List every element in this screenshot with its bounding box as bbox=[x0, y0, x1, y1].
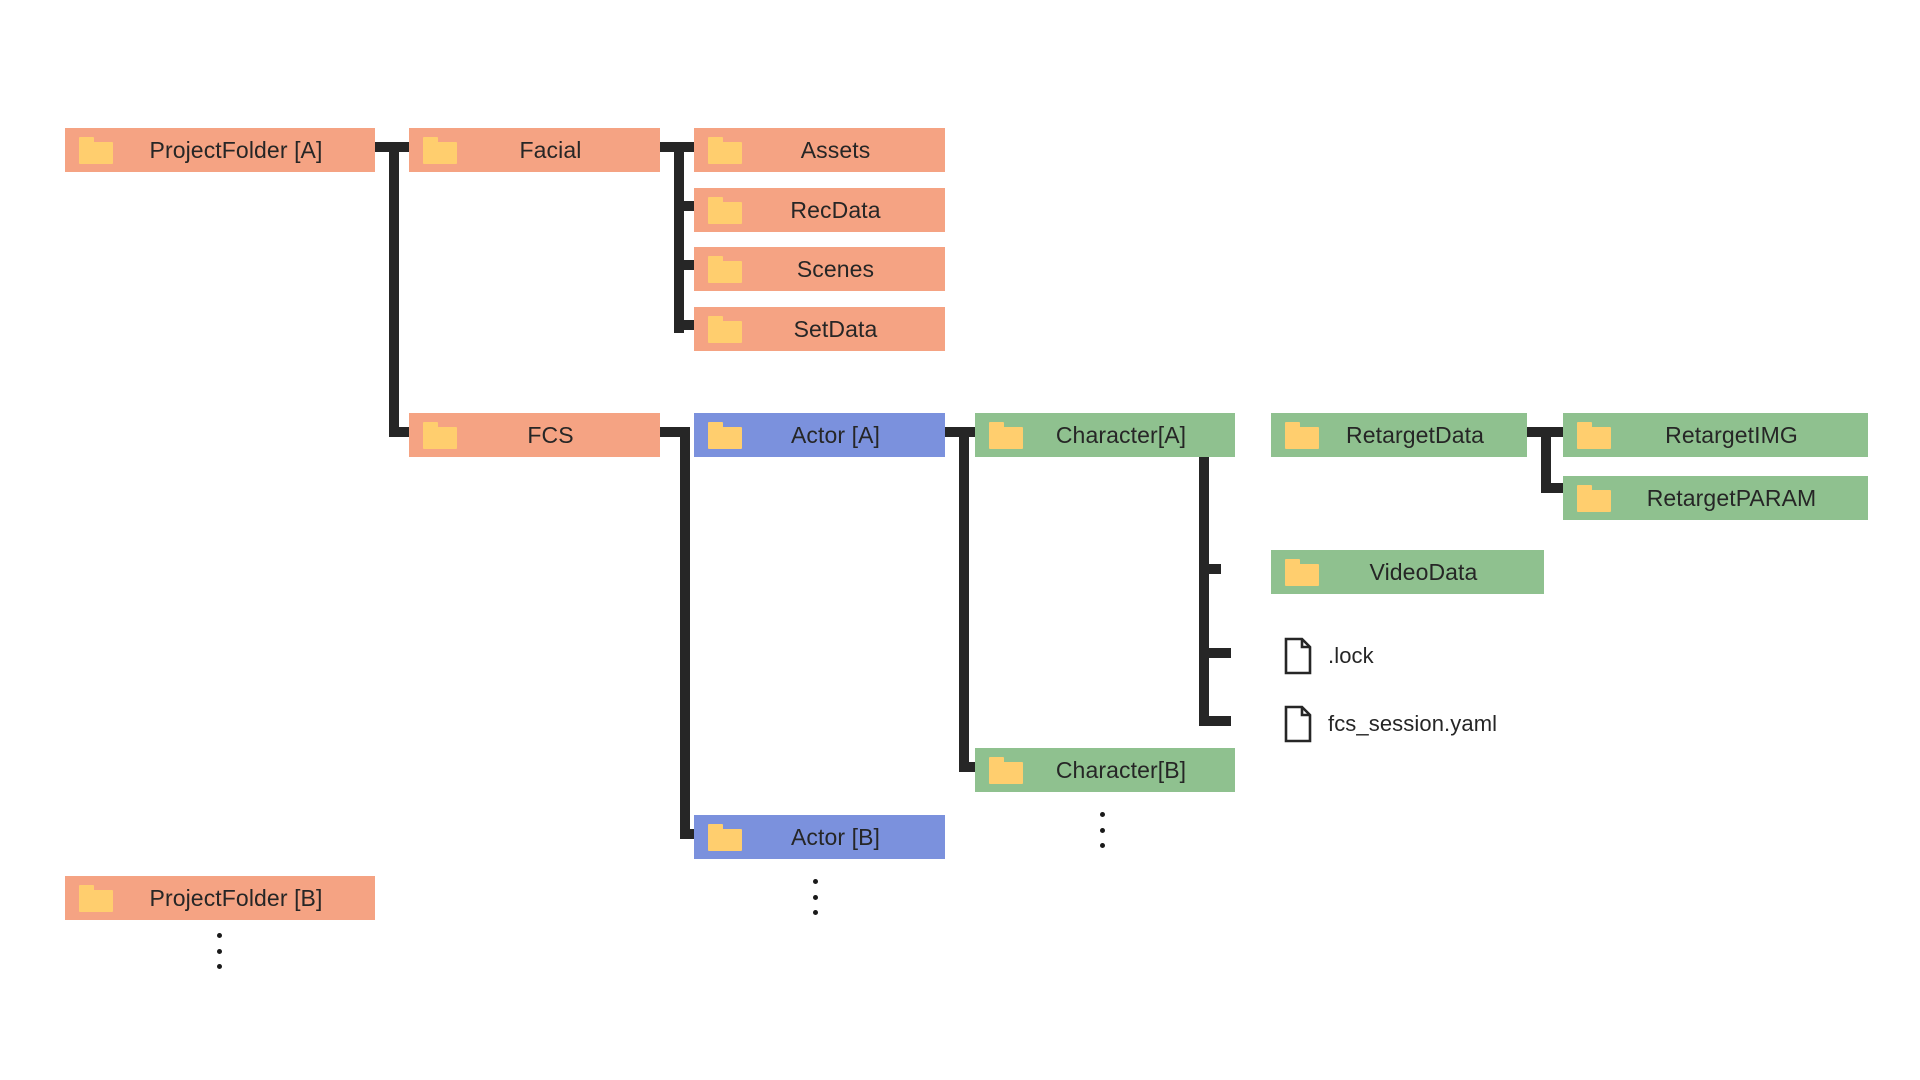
connector-to-retargetparam bbox=[1541, 483, 1563, 493]
folder-icon bbox=[423, 421, 457, 449]
connector-projectfolder-a-stub bbox=[375, 142, 399, 152]
node-label: ProjectFolder [B] bbox=[149, 884, 323, 911]
node-label: Actor [B] bbox=[790, 823, 881, 850]
node-scenes[interactable]: Scenes bbox=[694, 247, 945, 291]
folder-icon bbox=[1285, 421, 1319, 449]
connector-to-setdata bbox=[674, 320, 696, 330]
node-label: RetargetData bbox=[1346, 421, 1484, 448]
folder-icon bbox=[79, 136, 113, 164]
connector-to-fcs bbox=[389, 427, 411, 437]
connector-to-assets bbox=[674, 142, 696, 152]
connector-to-facial bbox=[389, 142, 411, 152]
node-project-folder-b[interactable]: ProjectFolder [B] bbox=[65, 876, 375, 920]
node-label: VideoData bbox=[1369, 558, 1478, 585]
ellipsis-under-actor-b bbox=[811, 879, 819, 915]
ellipsis-dot bbox=[1099, 812, 1105, 817]
node-character-b[interactable]: Character[B] bbox=[975, 748, 1235, 792]
file-icon bbox=[1284, 637, 1312, 675]
connector-facial-trunk bbox=[674, 142, 684, 333]
folder-icon bbox=[708, 136, 742, 164]
ellipsis-dot bbox=[812, 879, 818, 884]
node-label: RetargetIMG bbox=[1665, 421, 1798, 448]
connector-to-character-b bbox=[959, 762, 981, 772]
node-label: Assets bbox=[800, 136, 871, 163]
folder-icon bbox=[708, 421, 742, 449]
connector-to-lock-file bbox=[1199, 648, 1231, 658]
node-lock-file[interactable]: .lock bbox=[1284, 634, 1514, 678]
connector-actor-column-trunk bbox=[680, 427, 690, 839]
connector-actor-a-stub bbox=[945, 427, 969, 437]
node-label: Actor [A] bbox=[790, 421, 881, 448]
node-character-a[interactable]: Character[A] bbox=[975, 413, 1235, 457]
connector-fcs-stub bbox=[660, 427, 690, 437]
ellipsis-dot bbox=[216, 933, 222, 938]
file-icon bbox=[1284, 705, 1312, 743]
node-project-folder-a[interactable]: ProjectFolder [A] bbox=[65, 128, 375, 172]
connector-to-videodata bbox=[1199, 564, 1221, 574]
node-facial[interactable]: Facial bbox=[409, 128, 660, 172]
folder-icon bbox=[708, 823, 742, 851]
connector-to-fcs-session-file bbox=[1199, 716, 1231, 726]
node-label: RetargetPARAM bbox=[1646, 484, 1817, 511]
node-label: SetData bbox=[793, 315, 878, 342]
node-videodata[interactable]: VideoData bbox=[1271, 550, 1544, 594]
folder-icon bbox=[708, 315, 742, 343]
ellipsis-under-project-folder-b bbox=[215, 933, 223, 969]
folder-icon bbox=[708, 196, 742, 224]
node-label: Facial bbox=[519, 136, 582, 163]
node-label: Scenes bbox=[796, 255, 875, 282]
node-assets[interactable]: Assets bbox=[694, 128, 945, 172]
node-retargetimg[interactable]: RetargetIMG bbox=[1563, 413, 1868, 457]
ellipsis-dot bbox=[216, 948, 222, 954]
folder-icon bbox=[1577, 421, 1611, 449]
connector-facial-stub bbox=[660, 142, 684, 152]
connector-retargetdata-trunk bbox=[1541, 427, 1551, 493]
connector-to-retargetimg bbox=[1541, 427, 1563, 437]
ellipsis-dot bbox=[812, 910, 818, 915]
ellipsis-dot bbox=[812, 894, 818, 900]
connector-actor-a-trunk bbox=[959, 427, 969, 772]
node-actor-a[interactable]: Actor [A] bbox=[694, 413, 945, 457]
node-label: Character[A] bbox=[1055, 421, 1187, 448]
node-label: ProjectFolder [A] bbox=[149, 136, 323, 163]
folder-icon bbox=[708, 255, 742, 283]
folder-icon bbox=[989, 421, 1023, 449]
ellipsis-dot bbox=[1099, 827, 1105, 833]
node-label: RecData bbox=[790, 196, 881, 223]
node-fcs[interactable]: FCS bbox=[409, 413, 660, 457]
node-label: .lock bbox=[1328, 643, 1374, 668]
connector-to-character-a bbox=[959, 427, 981, 437]
node-retargetparam[interactable]: RetargetPARAM bbox=[1563, 476, 1868, 520]
node-fcs-session-file[interactable]: fcs_session.yaml bbox=[1284, 702, 1584, 746]
connector-to-actor-b bbox=[680, 829, 706, 839]
connector-character-a-trunk bbox=[1199, 427, 1209, 726]
node-recdata[interactable]: RecData bbox=[694, 188, 945, 232]
node-label: fcs_session.yaml bbox=[1328, 711, 1498, 736]
folder-icon bbox=[1285, 558, 1319, 586]
node-label: Character[B] bbox=[1055, 756, 1187, 783]
node-actor-b[interactable]: Actor [B] bbox=[694, 815, 945, 859]
ellipsis-under-character-b bbox=[1098, 812, 1106, 848]
ellipsis-dot bbox=[1099, 843, 1105, 848]
folder-icon bbox=[989, 756, 1023, 784]
folder-icon bbox=[423, 136, 457, 164]
connector-to-recdata bbox=[674, 201, 696, 211]
node-retargetdata[interactable]: RetargetData bbox=[1271, 413, 1527, 457]
connector-to-scenes bbox=[674, 260, 696, 270]
folder-icon bbox=[1577, 484, 1611, 512]
node-setdata[interactable]: SetData bbox=[694, 307, 945, 351]
folder-icon bbox=[79, 884, 113, 912]
ellipsis-dot bbox=[216, 964, 222, 969]
connector-retargetdata-stub bbox=[1527, 427, 1551, 437]
connector-projectfolder-a-trunk bbox=[389, 142, 399, 437]
node-label: FCS bbox=[527, 421, 574, 448]
